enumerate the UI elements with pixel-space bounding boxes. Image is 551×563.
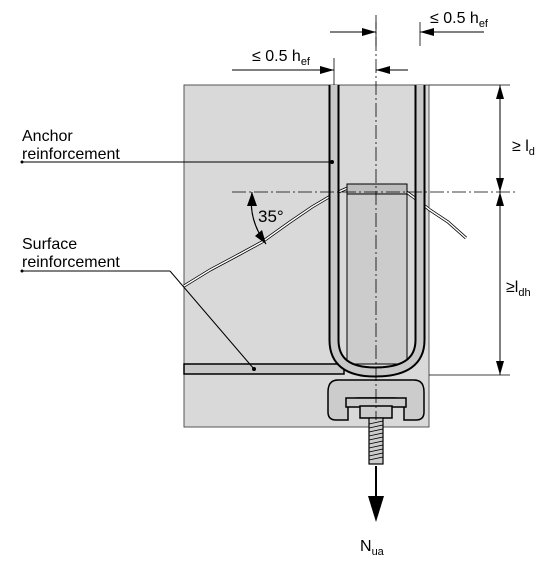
anchor-reinforcement-hairpin: [330, 85, 424, 376]
anchor-body: [346, 183, 408, 365]
load-arrow-head: [368, 496, 384, 522]
dim-right-lower-label: ≥ldh: [506, 279, 531, 299]
anchor-head: [346, 183, 408, 195]
surface-reinforcement-bar: [183, 363, 345, 375]
dimension-top-left: [232, 58, 408, 85]
label-anchor-line1: Anchor: [22, 128, 73, 145]
leader-anchor-reinforcement: [20, 160, 334, 164]
leader-surface-reinforcement: [20, 269, 256, 371]
angle-label: 35°: [258, 207, 284, 226]
label-anchor-line2: reinforcement: [22, 146, 120, 163]
dim-right-upper-label: ≥ ld: [512, 138, 535, 158]
dimension-right: [429, 84, 510, 376]
angle-arrow-bottom: [255, 230, 266, 244]
dimension-top-right: [330, 22, 484, 46]
angle-arrow-top: [247, 192, 257, 206]
threaded-bolt: [368, 417, 384, 465]
label-surface-line2: reinforcement: [22, 254, 120, 271]
label-surface-line1: Surface: [22, 236, 77, 253]
dim-top-right-label: ≤ 0.5 hef: [430, 10, 489, 30]
load-label: Nua: [360, 538, 385, 558]
dim-top-left-label: ≤ 0.5 hef: [252, 48, 311, 68]
